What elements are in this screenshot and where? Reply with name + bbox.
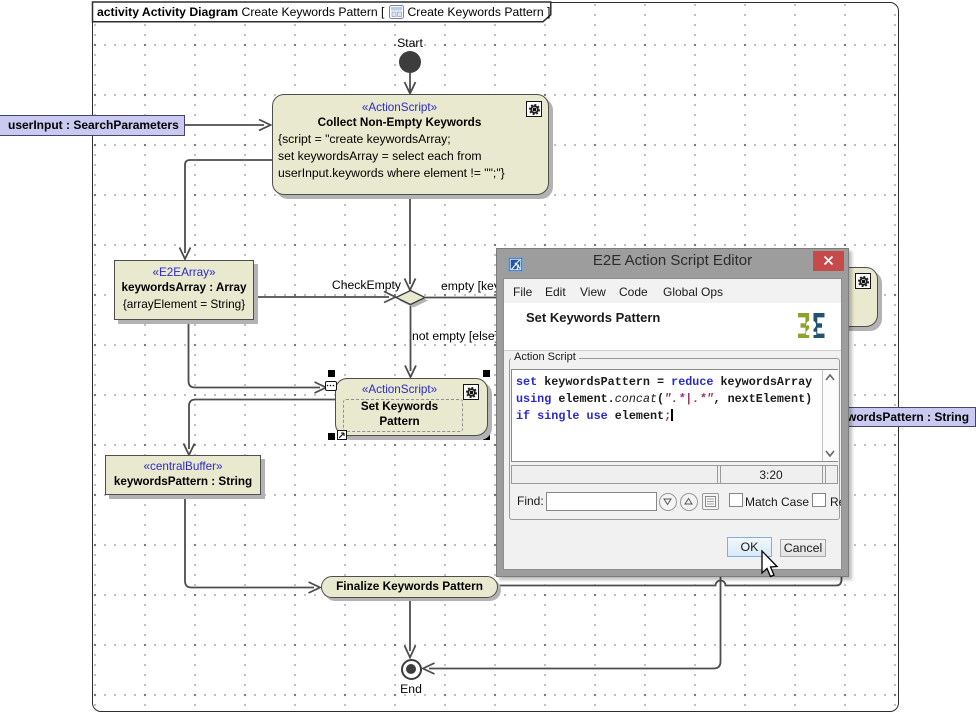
svg-text:2: 2 — [806, 319, 817, 339]
